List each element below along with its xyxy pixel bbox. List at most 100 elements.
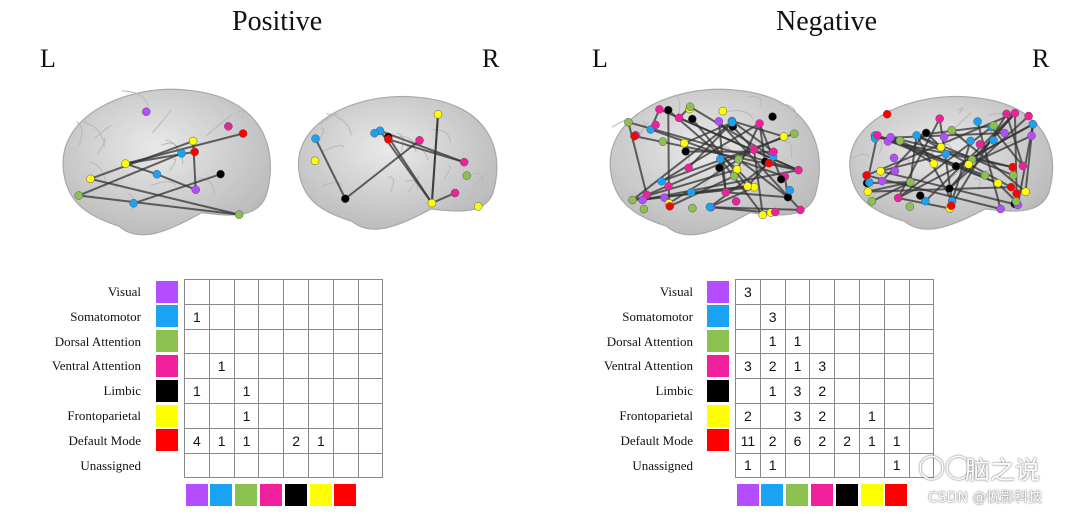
matrix-cell: [860, 304, 885, 330]
matrix-cell: [760, 404, 786, 429]
matrix-cell: 1: [209, 428, 235, 454]
matrix-cell: [309, 280, 334, 305]
matrix-cell: [884, 280, 910, 305]
matrix-cell: [185, 453, 210, 479]
matrix-cell: [860, 453, 885, 479]
matrix-cell: 1: [785, 329, 811, 355]
row-label: Default Mode: [620, 432, 693, 448]
matrix-cell: [835, 404, 860, 429]
matrix-cell: [860, 280, 885, 305]
matrix-cell: 3: [785, 404, 811, 429]
matrix-cell: 1: [209, 354, 235, 380]
matrix-cell: 3: [736, 280, 761, 305]
matrix-cell: 2: [736, 404, 761, 429]
column-color-swatch: [259, 484, 282, 507]
matrix-cell: 3: [760, 304, 786, 330]
matrix-cell: 2: [835, 428, 860, 454]
column-color-swatch: [835, 484, 858, 507]
matrix-cell: 11: [736, 428, 761, 454]
matrix-cell: [209, 379, 235, 404]
matrix-cell: 2: [284, 428, 309, 454]
matrix-cell: 2: [810, 404, 836, 429]
matrix-cell: [358, 404, 384, 429]
matrix-cell: [333, 304, 359, 330]
matrix-cell: [309, 404, 334, 429]
matrix-cell: [284, 304, 309, 330]
matrix-cell: [284, 354, 309, 380]
row-label: Visual: [659, 284, 693, 299]
matrix-cell: [284, 404, 309, 429]
matrix-cell: [860, 329, 885, 355]
matrix-cell: [785, 280, 811, 305]
negative-title: Negative: [776, 6, 878, 37]
row-color-swatch: [707, 354, 729, 377]
row-color-swatch: [156, 404, 178, 427]
matrix-cell: [234, 453, 260, 479]
matrix-cell: [234, 304, 260, 330]
row-color-swatch: [156, 354, 178, 377]
matrix-cell: 1: [309, 428, 334, 454]
matrix-cell: [909, 379, 935, 404]
matrix-cell: [259, 453, 285, 479]
row-label: Ventral Attention: [51, 358, 141, 374]
matrix-cell: [185, 404, 210, 429]
row-color-swatch: [156, 330, 178, 353]
matrix-cell: [884, 379, 910, 404]
matrix-cell: [358, 354, 384, 380]
column-color-swatch: [786, 484, 809, 507]
matrix-cell: [736, 379, 761, 404]
matrix-cell: [333, 329, 359, 355]
matrix-cell: [358, 329, 384, 355]
matrix-cell: [810, 329, 836, 355]
column-color-swatch: [284, 484, 307, 507]
column-color-swatch: [309, 484, 332, 507]
column-color-swatch: [185, 484, 208, 507]
matrix-cell: 1: [760, 329, 786, 355]
row-color-swatch: [707, 429, 729, 452]
matrix-cell: 1: [760, 379, 786, 404]
matrix-cell: 1: [785, 354, 811, 380]
matrix-cell: [185, 354, 210, 380]
positive-right-brain: [297, 95, 498, 230]
matrix-cell: [284, 280, 309, 305]
matrix-cell: [333, 379, 359, 404]
matrix-cell: [736, 329, 761, 355]
matrix-cell: [284, 453, 309, 479]
column-color-swatch: [885, 484, 908, 507]
matrix-cell: [785, 304, 811, 330]
matrix-cell: 1: [860, 404, 885, 429]
row-label: Somatomotor: [622, 308, 693, 324]
negative-right-label: R: [1032, 44, 1050, 73]
matrix-cell: [259, 404, 285, 429]
matrix-cell: [358, 280, 384, 305]
matrix-cell: [810, 304, 836, 330]
matrix-cell: [259, 428, 285, 454]
matrix-cell: 1: [185, 379, 210, 404]
matrix-cell: [760, 280, 786, 305]
row-label: Frontoparietal: [67, 408, 141, 423]
matrix-cell: [209, 453, 235, 479]
matrix-cell: [835, 304, 860, 330]
row-label: Ventral Attention: [603, 358, 693, 374]
row-label: Dorsal Attention: [54, 333, 141, 349]
matrix-cell: [909, 404, 935, 429]
matrix-cell: [358, 428, 384, 454]
row-label: Unassigned: [632, 457, 693, 473]
row-color-swatch: [707, 330, 729, 353]
matrix-cell: [234, 280, 260, 305]
row-color-swatch: [707, 379, 729, 402]
matrix-cell: 6: [785, 428, 811, 454]
matrix-cell: 3: [810, 354, 836, 380]
column-color-swatch: [235, 484, 258, 507]
column-color-swatch: [334, 484, 357, 507]
watermark-credit: CSDN @悦影科技: [928, 490, 1043, 506]
matrix-cell: [333, 354, 359, 380]
matrix-cell: [835, 379, 860, 404]
matrix-cell: [909, 453, 935, 479]
column-color-swatch: [210, 484, 233, 507]
matrix-cell: [835, 329, 860, 355]
